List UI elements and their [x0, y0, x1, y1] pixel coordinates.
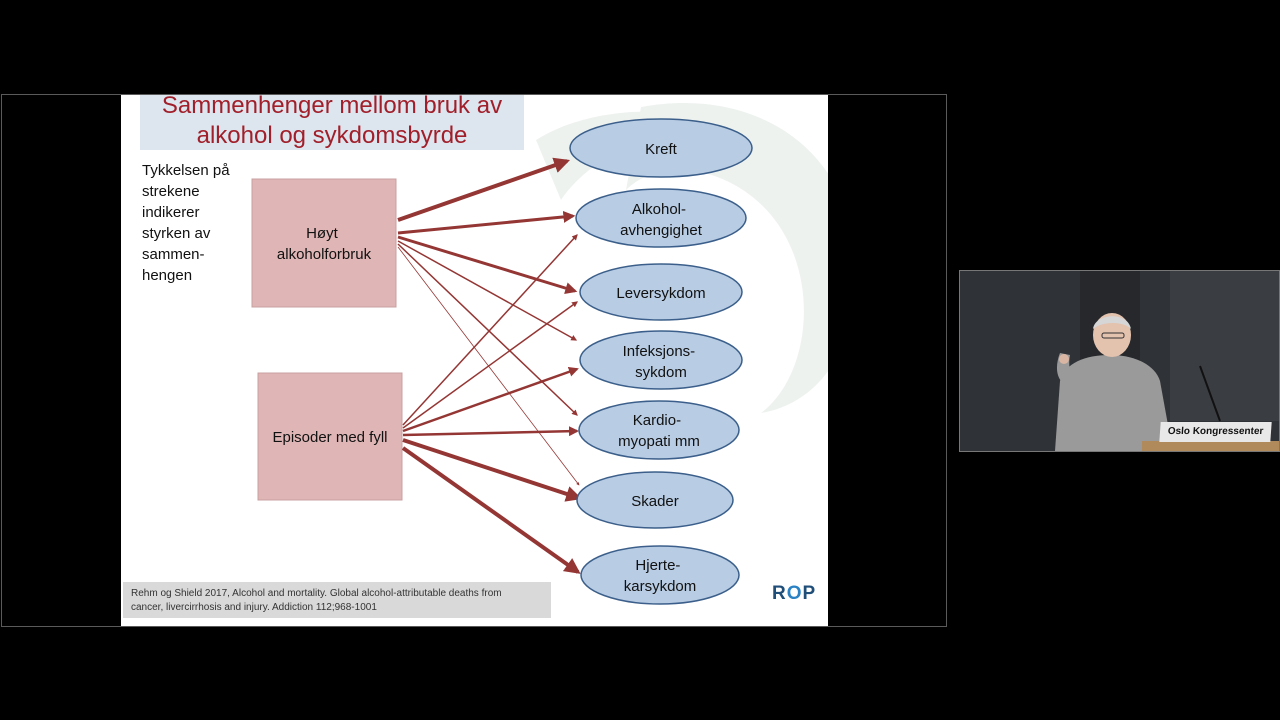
outcome-label-alkohol-line-1: Alkohol- [632, 201, 686, 218]
arrow-hoyt-lever [397, 235, 578, 294]
arrow-fyll-kardio [402, 426, 579, 437]
side-note: Tykkelsen på strekene indikerer styrken … [142, 160, 252, 286]
source-citation-line: cancer, livercirrhosis and injury. Addic… [131, 602, 377, 613]
side-note-line: Tykkelsen på [142, 162, 230, 179]
arrow-hoyt-kreft [397, 157, 571, 222]
svg-text:Episoder med fyll: Episoder med fyll [272, 429, 387, 446]
arrow-fyll-infeksjon [402, 366, 579, 433]
outcome-skader [576, 471, 734, 529]
side-note-line: hengen [142, 267, 193, 284]
outcome-kreft [569, 118, 753, 178]
svg-text:Hjerte- karsykdom: Hjerte- karsykdom [624, 557, 697, 595]
outcome-label-lever: Leversykdom [616, 285, 705, 302]
source-label-hoyt-line-2: alkoholforbruk [277, 246, 372, 263]
rop-logo: ROP [772, 583, 816, 605]
source-box-hoyt [251, 178, 397, 308]
arrow-hoyt-kardio [397, 243, 578, 416]
outcome-lever [579, 263, 743, 321]
slide-title-line-1: Sammenhenger mellom bruk av [161, 95, 503, 119]
source-label-fyll: Episoder med fyll [272, 429, 387, 446]
outcome-label-hjerte-line-1: Hjerte- [635, 557, 680, 574]
outcome-label-hjerte-line-2: karsykdom [624, 578, 697, 595]
slide-title-line-2: alkohol og sykdomsbyrde [196, 122, 468, 149]
outcome-label-kreft: Kreft [645, 141, 678, 158]
svg-text:Kardio- myopati mm: Kardio- myopati mm [618, 412, 700, 450]
outcome-label-infeksjon-line-1: Infeksjons- [623, 343, 696, 360]
causal-diagram: Høyt alkoholforbruk Episoder med fyll Kr… [251, 118, 753, 605]
outcome-alkohol [575, 188, 747, 248]
arrow-hoyt-alkohol [397, 210, 576, 235]
svg-text:Infeksjons- sykdom: Infeksjons- sykdom [623, 343, 700, 381]
side-note-line: indikerer [142, 204, 200, 221]
source-citation-box: Rehm og Shield 2017, Alcohol and mortali… [123, 582, 551, 618]
source-label-hoyt-line-1: Høyt [306, 225, 338, 242]
slide-title: Sammenhenger mellom bruk av alkohol og s… [140, 95, 524, 151]
svg-text:Høyt alkoholforbruk: Høyt alkoholforbruk [277, 225, 372, 263]
outcome-label-skader: Skader [631, 493, 679, 510]
presentation-slide: Sammenhenger mellom bruk av alkohol og s… [121, 95, 828, 626]
logo-letter: P [802, 583, 817, 604]
svg-text:Kreft: Kreft [645, 141, 678, 158]
arrow-fyll-lever [402, 301, 578, 429]
outcome-label-kardio-line-1: Kardio- [633, 412, 681, 429]
outcome-label-kardio-line-2: myopati mm [618, 433, 700, 450]
speaker-figure [960, 271, 1279, 451]
outcome-label-alkohol-line-2: avhengighet [620, 222, 703, 239]
arrow-fyll-hjerte [401, 446, 581, 574]
outcome-label-infeksjon-line-2: sykdom [635, 364, 687, 381]
logo-letter: R [772, 583, 787, 604]
source-citation: Rehm og Shield 2017, Alcohol and mortali… [131, 587, 549, 615]
source-citation-line: Rehm og Shield 2017, Alcohol and mortali… [131, 588, 502, 599]
svg-text:Leversykdom: Leversykdom [616, 285, 705, 302]
podium-sign: Oslo Kongressenter [1159, 422, 1272, 442]
arrow-fyll-skader [402, 438, 583, 502]
side-note-line: styrken av [142, 225, 211, 242]
svg-text:Skader: Skader [631, 493, 679, 510]
svg-text:Alkohol- avhengighet: Alkohol- avhengighet [620, 201, 703, 239]
outcome-hjerte [580, 545, 740, 605]
source-box-fyll [257, 372, 403, 501]
outcome-kardio [578, 400, 740, 460]
arrow-fyll-alkohol [402, 234, 578, 426]
arrow-hoyt-infeksjon [397, 240, 578, 341]
outcome-infeksjon [579, 330, 743, 390]
slide-frame: Sammenhenger mellom bruk av alkohol og s… [1, 94, 947, 627]
side-note-line: strekene [142, 183, 200, 200]
side-note-line: sammen- [142, 246, 205, 263]
title-box: Sammenhenger mellom bruk av alkohol og s… [140, 95, 524, 150]
speaker-video: Oslo Kongressenter [959, 270, 1280, 452]
logo-letter: O [786, 583, 803, 604]
